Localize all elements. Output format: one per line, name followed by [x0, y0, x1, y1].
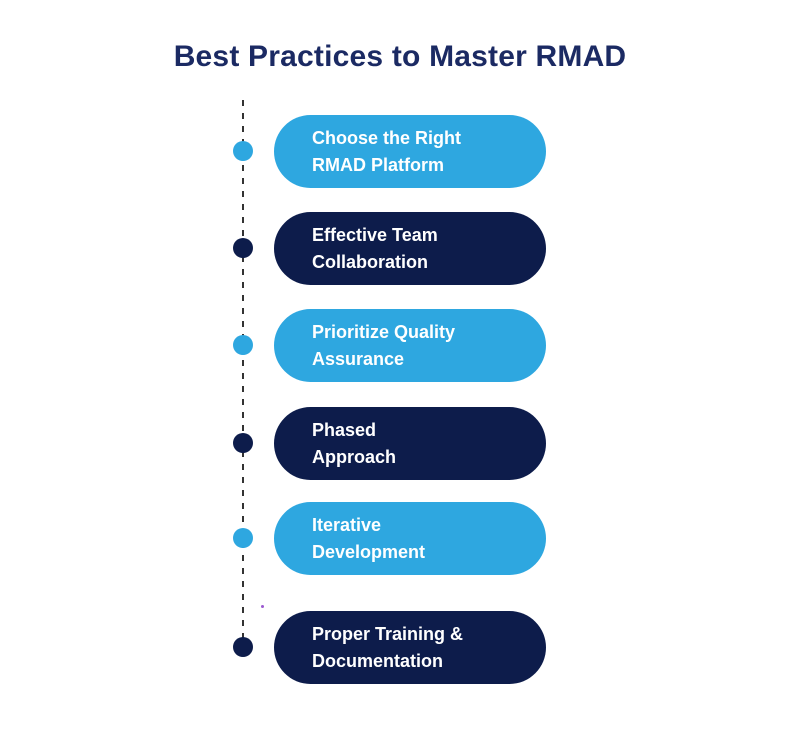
timeline-dashed-line: [242, 100, 244, 645]
timeline-item: Phased Approach: [233, 407, 546, 480]
timeline-item: Choose the Right RMAD Platform: [233, 115, 546, 188]
pill-label-line2: Collaboration: [312, 251, 428, 272]
pill-label-line2: Development: [312, 541, 426, 562]
stray-pixel-artifact: [261, 605, 264, 608]
practice-pill: Prioritize Quality Assurance: [274, 309, 546, 382]
timeline-dot: [233, 528, 253, 548]
practice-pill: Choose the Right RMAD Platform: [274, 115, 546, 188]
timeline-dot: [233, 238, 253, 258]
pill-label-line2: Documentation: [312, 650, 444, 671]
practice-pill: Effective Team Collaboration: [274, 212, 546, 285]
practice-pill: Iterative Development: [274, 502, 546, 575]
pill-label-line1: Effective Team: [312, 224, 438, 245]
timeline-dot: [233, 433, 253, 453]
timeline-item: Proper Training & Documentation: [233, 611, 546, 684]
timeline-dot: [233, 637, 253, 657]
pill-label-line1: Proper Training &: [312, 623, 464, 644]
pill-label-line2: Approach: [312, 446, 397, 467]
pill-label-line1: Phased: [312, 419, 377, 440]
practice-pill: Proper Training & Documentation: [274, 611, 546, 684]
pill-label-line1: Prioritize Quality: [312, 321, 456, 342]
timeline-item: Prioritize Quality Assurance: [233, 309, 546, 382]
timeline-dot: [233, 141, 253, 161]
pill-label-line1: Iterative: [312, 514, 382, 535]
timeline-item: Iterative Development: [233, 502, 546, 575]
pill-label-line1: Choose the Right: [312, 127, 461, 148]
page-title: Best Practices to Master RMAD: [173, 40, 627, 73]
timeline-dot: [233, 335, 253, 355]
pill-label-line2: RMAD Platform: [312, 154, 445, 175]
pill-label-line2: Assurance: [312, 348, 405, 369]
timeline-item: Effective Team Collaboration: [233, 212, 546, 285]
practice-pill: Phased Approach: [274, 407, 546, 480]
